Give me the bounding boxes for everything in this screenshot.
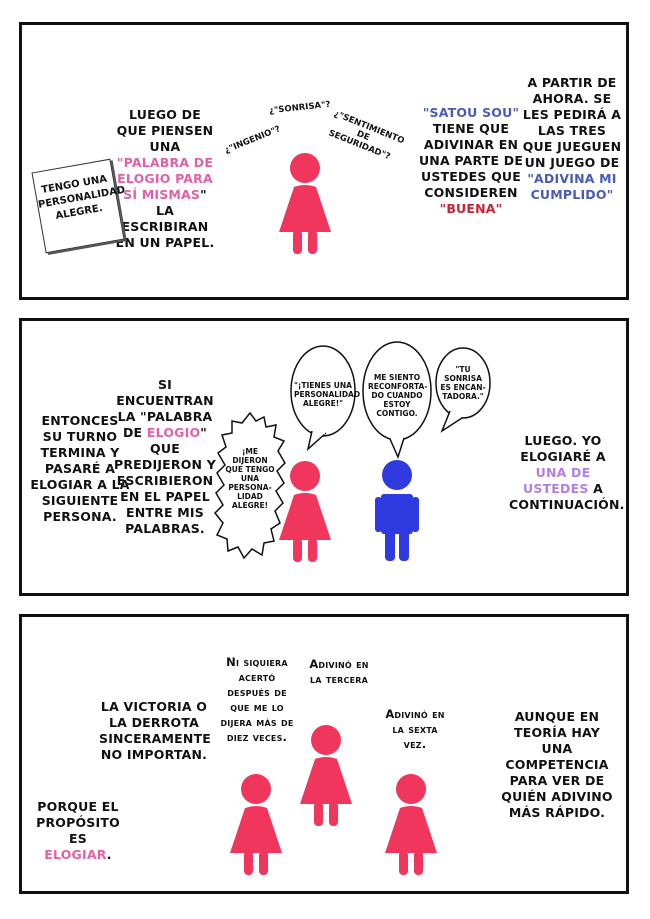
competition-text: Aunque en teoría hay una competencia par… <box>501 709 613 820</box>
speech-bubble-icon <box>213 411 286 560</box>
intro-highlight: Palabra de elogio para sí mismas <box>117 155 214 202</box>
next-praise-text: Luego. Yo elogiaré a una de ustedes a co… <box>509 433 625 512</box>
satou-text: "Satou Sou" tiene que adivinar en una pa… <box>418 105 524 216</box>
elogio-highlight: Elogio <box>146 425 201 440</box>
game-name: Adivina mi cumplido <box>530 171 617 202</box>
note-text: Tengo una personalidad alegre. <box>37 173 127 222</box>
panel-3: La victoria o la derrota sinceramente no… <box>19 614 629 894</box>
word-sonrisa: ¿"Sonrisa"? <box>268 99 331 117</box>
left-figure-text: Ni siquiera acertó después de que me lo … <box>220 655 294 744</box>
word-sentimiento: ¿"Sentimiento de seguridad"? <box>326 108 406 163</box>
word-ingenio: ¿"Ingenio"? <box>223 124 282 156</box>
speech-bubble-icon <box>362 341 432 460</box>
man-figure-icon <box>375 460 419 561</box>
bubble-3-text: "Tu sonrisa es encan-tadora." <box>440 365 486 401</box>
woman-figure-icon <box>385 774 437 875</box>
woman-figure-icon <box>300 725 352 826</box>
intro-text: Luego de que piensen una "Palabra de elo… <box>115 107 215 250</box>
mid-figure-text: Adivinó en la tercera <box>309 657 369 686</box>
speech-bubble-icon <box>435 347 491 433</box>
bubble-pink-text: ¡Me dijeron que tengo una persona-lidad … <box>225 447 275 510</box>
game-intro-text: A partir de ahora. Se les pedirá a las t… <box>522 75 622 202</box>
turn-end-text: Entonces su turno termina y pasaré a elo… <box>30 413 130 524</box>
bubble-1-text: "¡Tienes una personalidad alegre!" <box>294 381 361 408</box>
buena-highlight: "Buena" <box>439 201 503 216</box>
paper-note-icon: Tengo una personalidad alegre. <box>31 158 127 254</box>
speech-bubble-icon <box>290 345 356 452</box>
una-de-ustedes-highlight: una de ustedes <box>523 465 591 496</box>
panel-2: Entonces su turno termina y pasaré a elo… <box>19 318 629 596</box>
woman-figure-icon <box>279 461 331 562</box>
panel-1: Luego de que piensen una "Palabra de elo… <box>19 22 629 300</box>
rule-text: Si encuentran la "Palabra de Elogio" que… <box>113 377 217 536</box>
purpose-text: Porque el propósito es elogiar. <box>36 799 120 862</box>
woman-figure-icon <box>279 153 331 254</box>
victory-text: La victoria o la derrota sinceramente no… <box>99 699 212 762</box>
elogiar-highlight: elogiar <box>44 847 107 862</box>
bubble-2-text: Me siento reconforta-do cuando estoy con… <box>368 373 428 418</box>
right-figure-text: Adivinó en la sexta vez. <box>385 707 445 751</box>
satou-name: "Satou Sou" <box>422 105 520 120</box>
woman-figure-icon <box>230 774 282 875</box>
